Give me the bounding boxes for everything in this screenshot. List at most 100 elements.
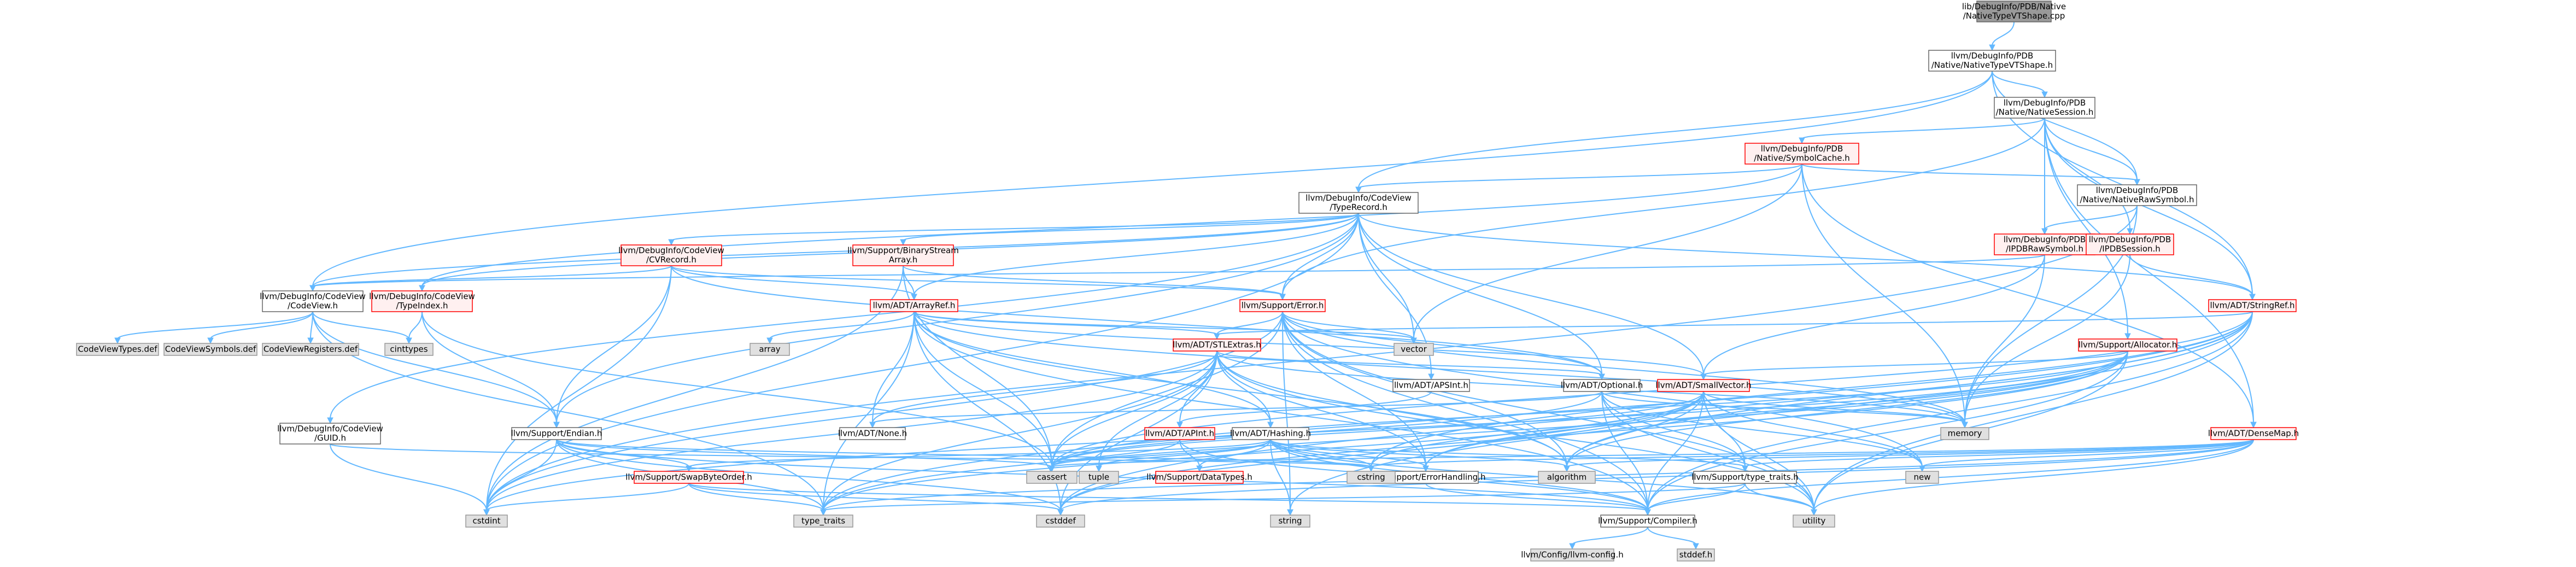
graph-node-densemap[interactable]: llvm/ADT/DenseMap.h [2208,427,2299,440]
edge-arrowhead [553,422,560,429]
node-label: llvm/DebugInfo/CodeView [618,245,724,255]
edge-hashing-typetraits [1270,439,1746,467]
edge-arrowhead [1564,465,1570,472]
graph-node-errhandling[interactable]: llvm/Support/ErrorHandling.h [1366,471,1486,484]
edge-arrowhead [820,509,827,516]
edge-optional-memory [1601,391,1965,424]
node-box [2210,427,2297,440]
edge-arrowhead [1599,373,1605,381]
graph-node-typetraits[interactable]: llvm/Support/type_traits.h [1691,471,1799,484]
edge-typerecord-cvrecord [671,213,1359,241]
edge-endian-cstddef [556,439,1061,511]
node-label: llvm/ADT/Hashing.h [1230,429,1311,439]
edge-smallvector-memory [1703,391,1965,424]
edge-endian-cstdint [486,439,557,511]
graph-node-cstring: cstring [1346,471,1396,484]
node-box [1173,338,1261,352]
graph-node-algorithm: algorithm [1538,471,1596,484]
edge-session-rawsym [2044,118,2138,181]
node-box [2078,338,2177,352]
edge-smallvector-utility [1703,391,1814,511]
node-label: cstdint [472,516,500,526]
graph-node-optional[interactable]: llvm/ADT/Optional.h [1561,379,1643,392]
graph-node-none[interactable]: llvm/ADT/None.h [838,427,907,440]
graph-node-compiler[interactable]: llvm/Support/Compiler.h [1598,515,1697,528]
node-label: lib/DebugInfo/PDB/Native [1962,2,2066,11]
graph-node-ipdbsess[interactable]: llvm/DebugInfo/PDB/IPDBSession.h [2086,233,2174,255]
node-label: /TypeIndex.h [396,301,448,311]
graph-node-symcache[interactable]: llvm/DebugInfo/PDB/Native/SymbolCache.h [1744,143,1859,165]
node-box [1940,427,1989,440]
graph-node-swapbyte[interactable]: llvm/Support/SwapByteOrder.h [625,471,752,484]
node-label: llvm/ADT/STLExtras.h [1173,340,1261,350]
edge-typeindex-cinttypes [408,311,423,340]
edge-guid-cstdint [330,443,487,511]
graph-node-allocator[interactable]: llvm/Support/Allocator.h [2078,338,2177,352]
graph-node-error[interactable]: llvm/Support/Error.h [1239,299,1326,312]
edge-codeview-cvtypes [117,311,313,340]
graph-node-smallvector[interactable]: llvm/ADT/SmallVector.h [1655,379,1752,392]
graph-node-stlextras[interactable]: llvm/ADT/STLExtras.h [1173,338,1261,352]
edge-arrowhead [1267,422,1274,429]
node-label: llvm/ADT/None.h [838,429,907,439]
node-box [1392,379,1470,392]
node-label: /CVRecord.h [646,255,696,265]
edge-arrowhead [1569,543,1576,550]
edge-root-vtshape [1992,21,2015,46]
graph-node-stringref[interactable]: llvm/ADT/StringRef.h [2208,299,2297,312]
edge-typerecord-guid [330,213,1359,419]
edge-symcache-densemap [1801,163,2254,424]
edge-stringref-stlextras [1216,311,2253,335]
graph-node-codeview[interactable]: llvm/DebugInfo/CodeView/CodeView.h [260,290,366,312]
edge-allocator-typetraits_std [823,350,2128,511]
node-label: new [1913,472,1930,482]
edge-arrowhead [2041,91,2048,98]
graph-node-rawsym[interactable]: llvm/DebugInfo/PDB/Native/NativeRawSymbo… [2077,184,2197,206]
node-label: llvm/Support/type_traits.h [1691,472,1799,483]
graph-node-root[interactable]: lib/DebugInfo/PDB/Native/NativeTypeVTSha… [1962,1,2066,22]
node-box [1693,471,1797,484]
node-label: /Native/SymbolCache.h [1754,153,1849,163]
node-label: /NativeTypeVTShape.cpp [1963,11,2065,21]
graph-node-session[interactable]: llvm/DebugInfo/PDB/Native/NativeSession.… [1994,97,2095,119]
graph-node-endian[interactable]: llvm/Support/Endian.h [511,427,602,440]
edge-symcache-typerecord [1358,163,1802,189]
node-box [620,244,722,266]
graph-node-arrayref[interactable]: llvm/ADT/ArrayRef.h [870,299,958,312]
graph-node-typerecord[interactable]: llvm/DebugInfo/CodeView/TypeRecord.h [1298,192,1419,214]
edge-vtshape-codeview [312,71,1993,287]
node-label: llvm/ADT/APInt.h [1145,429,1214,439]
edge-session-allocator [2044,118,2128,335]
edge-apsint-apint [1179,391,1432,424]
node-label: tuple [1088,472,1109,482]
graph-node-apsint[interactable]: llvm/ADT/APSInt.h [1392,379,1470,392]
graph-node-hashing[interactable]: llvm/ADT/Hashing.h [1230,427,1311,440]
edge-vtshape-typerecord [1358,71,1993,189]
graph-node-ipdbraw[interactable]: llvm/DebugInfo/PDB/IPDBRawSymbol.h [1994,233,2095,255]
graph-node-datatypes[interactable]: llvm/Support/DataTypes.h [1146,471,1252,484]
graph-node-cvrecord[interactable]: llvm/DebugInfo/CodeView/CVRecord.h [618,244,724,266]
edge-arrowhead [1799,137,1805,144]
graph-node-apint[interactable]: llvm/ADT/APInt.h [1144,427,1215,440]
graph-node-cinttypes: cinttypes [384,343,434,356]
edge-arrayref-cassert [914,311,1052,467]
graph-node-vtshape[interactable]: llvm/DebugInfo/PDB/Native/NativeTypeVTSh… [1928,50,2056,72]
edge-stringref-cstring [1371,311,2253,467]
edge-endian-cstring [556,439,1372,467]
edge-arrowhead [1196,465,1203,472]
edge-rawsym-ipdbraw [2044,205,2138,230]
node-box [793,515,853,528]
edge-allocator-compiler [1647,350,2128,511]
edge-densemap-cassert [1051,439,2254,467]
graph-node-guid[interactable]: llvm/DebugInfo/CodeView/GUID.h [277,423,383,445]
edge-layer [114,21,2257,550]
graph-node-cstddef: cstddef [1036,515,1085,528]
graph-node-typeindex[interactable]: llvm/DebugInfo/CodeView/TypeIndex.h [369,290,475,312]
edge-arrayref-array [769,311,915,340]
node-box [1144,427,1215,440]
edge-typerecord-smallvector [1358,213,1704,376]
edge-compiler-config [1572,527,1648,545]
node-box [262,343,359,356]
